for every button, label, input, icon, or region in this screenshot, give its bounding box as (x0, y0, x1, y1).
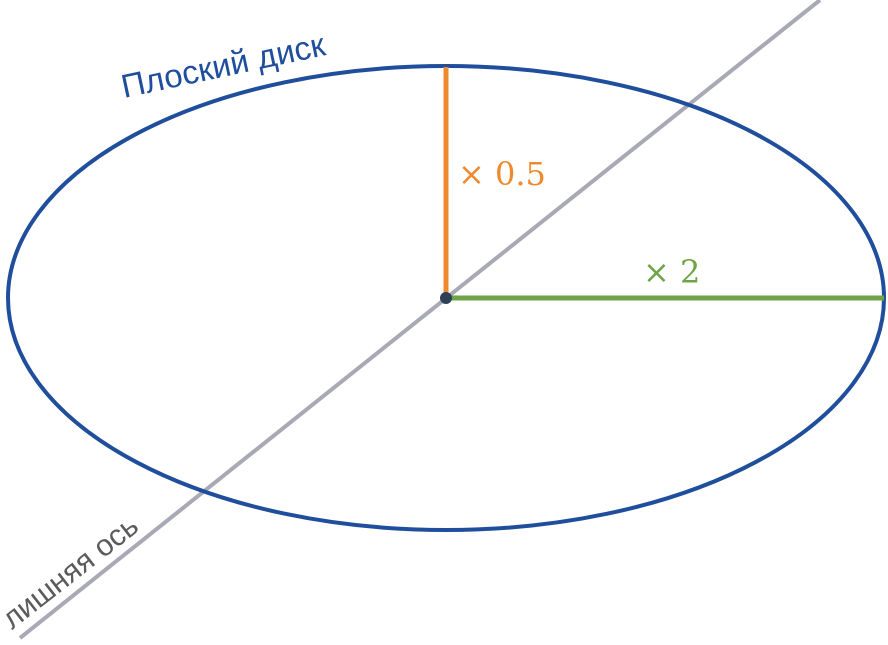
disk-label: Плоский диск (118, 25, 329, 104)
center-point (440, 292, 452, 304)
horizontal-scale-label: × 2 (643, 253, 700, 291)
extra-axis-line (18, 0, 822, 640)
vertical-scale-label: × 0.5 (458, 155, 546, 193)
axis-label: лишняя ось (0, 509, 145, 635)
